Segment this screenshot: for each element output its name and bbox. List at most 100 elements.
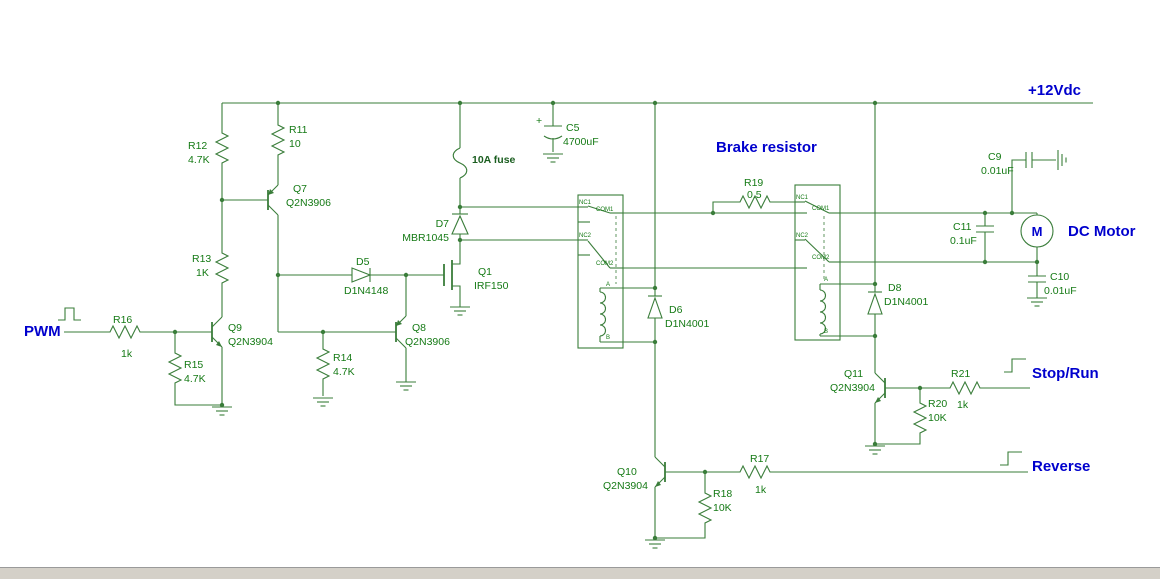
pulse-waveform-icon — [58, 307, 81, 321]
component-ref: D8 — [888, 282, 902, 294]
contact-label: NC1 — [796, 195, 809, 201]
component-ref: Q9 — [228, 322, 242, 334]
component-value: 0.5 — [747, 189, 762, 201]
component-ref: D6 — [669, 304, 683, 316]
transistor-Q9: Q9 Q2N3904 — [211, 316, 273, 405]
diode-D7: D7 MBR1045 — [402, 207, 469, 244]
contact-label: NC2 — [579, 233, 592, 239]
resistor-R20: R20 10K — [875, 388, 947, 445]
component-value: Q2N3904 — [603, 480, 648, 492]
component-value: 4.7K — [188, 154, 210, 166]
step-waveform-icon — [1004, 358, 1026, 373]
ground-icon — [312, 397, 334, 407]
contact-label: COM2 — [596, 261, 614, 267]
net-label-pwm: PWM — [24, 323, 61, 340]
component-value: Q2N3904 — [830, 382, 875, 394]
component-value: 1k — [755, 484, 767, 496]
dc-motor: M DC Motor — [1020, 213, 1136, 262]
resistor-R16: R16 1k — [105, 314, 212, 360]
motor-letter: M — [1032, 224, 1043, 239]
net-label-brake: Brake resistor — [716, 139, 817, 156]
junction-dots — [172, 100, 1040, 541]
coil-label: B — [824, 329, 828, 335]
capacitor-C5: + C5 4700uF — [536, 103, 599, 152]
component-ref: R19 — [744, 177, 763, 189]
component-value: D1N4001 — [665, 318, 710, 330]
component-ref: Q1 — [478, 266, 492, 278]
component-ref: Q7 — [293, 183, 307, 195]
step-waveform-icon — [1000, 451, 1022, 466]
resistor-R14: R14 4.7K — [315, 332, 355, 396]
transistor-Q11: Q11 Q2N3904 — [830, 368, 945, 444]
component-value: IRF150 — [474, 280, 509, 292]
pwm-input: PWM — [24, 307, 105, 340]
component-value: 0.01uF — [981, 165, 1014, 177]
contact-label: NC2 — [796, 233, 809, 239]
ground-icon — [1026, 297, 1048, 307]
ground-icon — [644, 539, 666, 549]
net-label-12vdc: +12Vdc — [1028, 82, 1081, 99]
component-ref: C11 — [953, 221, 972, 233]
component-value: 1K — [196, 267, 209, 279]
transistor-Q7: Q7 Q2N3906 — [222, 160, 331, 332]
component-value: 0.1uF — [950, 235, 977, 247]
contact-label: COM2 — [812, 255, 830, 261]
resistor-R17: R17 1k — [735, 453, 1028, 496]
coil-label: A — [606, 282, 610, 288]
ground-icon — [864, 445, 886, 455]
coil-label: A — [824, 277, 828, 283]
transistor-Q8: Q8 Q2N3906 — [395, 275, 450, 382]
component-ref: D7 — [436, 218, 450, 230]
ground-icon — [449, 306, 471, 316]
capacitor-C9: C9 0.01uF — [981, 151, 1056, 213]
component-ref: R12 — [188, 140, 207, 152]
capacitor-C11: C11 0.1uF — [950, 213, 994, 262]
component-value: 1k — [957, 399, 969, 411]
component-ref: R14 — [333, 352, 352, 364]
contact-label: NC1 — [579, 200, 592, 206]
resistor-R19: R19 0.5 — [712, 177, 795, 213]
contact-label: COM1 — [812, 206, 830, 212]
component-value: 1k — [121, 348, 133, 360]
relay-K1: NC1 COM1 NC2 COM2 A B — [577, 194, 624, 349]
component-ref: Q11 — [844, 368, 863, 380]
diode-D8: D8 D1N4001 — [867, 282, 929, 336]
component-ref: Q8 — [412, 322, 426, 334]
component-value: D1N4001 — [884, 296, 929, 308]
ground-icon — [1057, 149, 1067, 171]
component-ref: D5 — [356, 256, 370, 268]
component-ref: C5 — [566, 122, 580, 134]
reverse-input: Reverse — [1000, 451, 1090, 475]
fuse-label: 10A fuse — [472, 154, 516, 166]
component-ref: Q10 — [617, 466, 637, 478]
ground-icon — [211, 406, 233, 416]
fuse-10A: 10A fuse — [452, 103, 516, 207]
component-value: 10K — [713, 502, 732, 514]
component-ref: R13 — [192, 253, 211, 265]
net-label-dc-motor: DC Motor — [1068, 223, 1136, 240]
component-value: D1N4148 — [344, 285, 389, 297]
component-value: 10 — [289, 138, 301, 150]
component-value: 0.01uF — [1044, 285, 1077, 297]
component-ref: R11 — [289, 124, 308, 136]
component-ref: R15 — [184, 359, 203, 371]
relay-K2: NC1 COM1 NC2 COM2 A B — [794, 184, 841, 341]
net-label-stop-run: Stop/Run — [1032, 365, 1099, 382]
resistor-R18: R18 10K — [655, 472, 732, 539]
net-label-reverse: Reverse — [1032, 458, 1090, 475]
stop-run-input: Stop/Run — [1004, 358, 1099, 382]
mosfet-Q1: Q1 IRF150 — [443, 240, 509, 307]
component-ref: R21 — [951, 368, 970, 380]
component-ref: C10 — [1050, 271, 1069, 283]
capacitor-C10: C10 0.01uF — [1028, 262, 1077, 298]
resistor-R21: R21 1k — [945, 368, 1030, 411]
polarity-plus: + — [536, 115, 542, 127]
coil-label: B — [606, 335, 610, 341]
component-value: Q2N3904 — [228, 336, 273, 348]
power-rail: +12Vdc — [222, 82, 1093, 104]
contact-label: COM1 — [596, 207, 614, 213]
component-ref: R18 — [713, 488, 732, 500]
ground-icon — [542, 153, 564, 163]
